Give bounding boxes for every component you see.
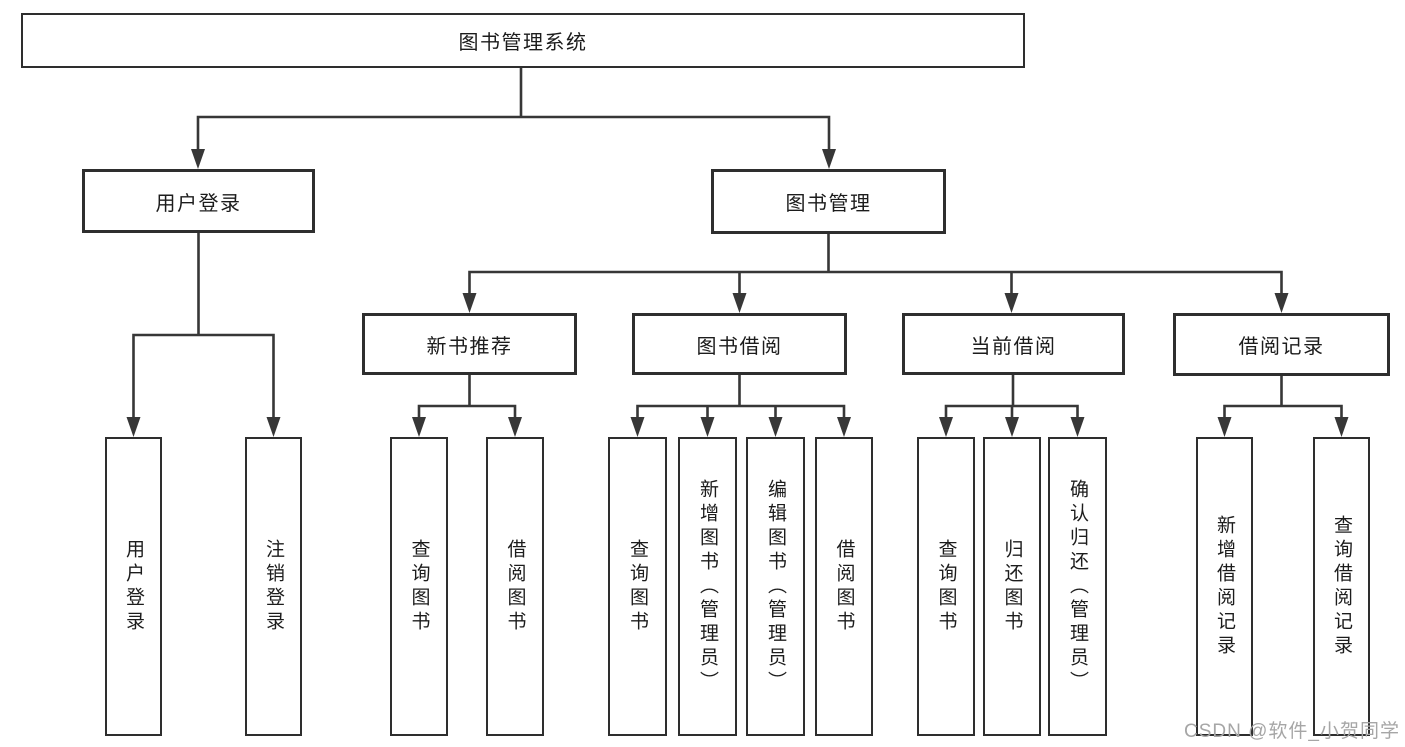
arrow-icon — [1274, 293, 1289, 313]
node-user-login: 用户登录 — [82, 169, 315, 233]
connector-user-login-split — [132, 233, 275, 424]
arrow-icon — [412, 417, 426, 437]
arrow-icon — [126, 417, 141, 437]
node-new-book-recommend: 新书推荐 — [362, 313, 577, 375]
leaf-current-query-book: 查询图书 — [917, 437, 975, 736]
node-label: 查询图书 — [627, 538, 648, 635]
arrow-icon — [1070, 417, 1085, 437]
node-label: 编辑图书（管理员） — [765, 478, 786, 695]
arrow-icon — [508, 417, 522, 437]
node-label: 确认归还（管理员） — [1067, 478, 1088, 695]
arrow-icon — [939, 417, 953, 437]
node-label: 当前借阅 — [970, 335, 1057, 358]
node-label: 新增借阅记录 — [1214, 514, 1235, 659]
node-label: 新书推荐 — [426, 335, 513, 358]
connector-current-split — [944, 375, 1079, 424]
node-book-management: 图书管理 — [711, 169, 946, 234]
connector-book-mgmt-split — [468, 234, 1283, 297]
leaf-user-login: 用户登录 — [105, 437, 162, 736]
connector-records-split — [1223, 375, 1343, 424]
leaf-add-borrow-record: 新增借阅记录 — [1196, 437, 1253, 736]
csdn-watermark: CSDN @软件_小贺同学 — [1184, 721, 1400, 742]
arrow-icon — [768, 417, 783, 437]
leaf-add-book-admin: 新增图书（管理员） — [678, 437, 737, 736]
node-label: 图书借阅 — [696, 335, 783, 358]
node-label: 查询图书 — [408, 538, 430, 635]
node-label: 归还图书 — [1001, 538, 1023, 635]
arrow-icon — [1334, 417, 1349, 437]
leaf-borrow-book: 借阅图书 — [815, 437, 873, 736]
node-book-borrow: 图书借阅 — [632, 313, 847, 375]
leaf-return-book: 归还图书 — [983, 437, 1041, 736]
arrow-icon — [266, 417, 281, 437]
leaf-query-borrow-record: 查询借阅记录 — [1313, 437, 1370, 736]
node-label: 用户登录 — [123, 538, 144, 635]
node-label: 新增图书（管理员） — [697, 478, 718, 695]
node-label: 图书管理 — [785, 193, 872, 215]
arrow-icon — [837, 417, 851, 437]
leaf-borrow-query-book: 查询图书 — [608, 437, 667, 736]
leaf-logout: 注销登录 — [245, 437, 302, 736]
arrow-icon — [1004, 293, 1019, 313]
arrow-icon — [732, 293, 747, 313]
arrow-icon — [700, 417, 715, 437]
node-label: 注销登录 — [263, 538, 284, 635]
connector-borrow-split — [636, 375, 846, 424]
arrow-icon — [1217, 417, 1232, 437]
node-label: 借阅图书 — [833, 538, 855, 635]
leaf-recommend-borrow-book: 借阅图书 — [486, 437, 544, 736]
node-library-system: 图书管理系统 — [21, 13, 1025, 68]
connector-recommend-split — [417, 375, 517, 424]
node-borrow-records: 借阅记录 — [1173, 313, 1390, 376]
leaf-recommend-query-book: 查询图书 — [390, 437, 448, 736]
arrow-icon — [630, 417, 645, 437]
node-label: 查询图书 — [935, 538, 957, 635]
node-label: 图书管理系统 — [458, 32, 588, 54]
node-label: 借阅图书 — [504, 538, 526, 635]
node-label: 借阅记录 — [1238, 336, 1325, 358]
leaf-edit-book-admin: 编辑图书（管理员） — [746, 437, 805, 736]
arrow-icon — [1005, 417, 1019, 437]
leaf-confirm-return-admin: 确认归还（管理员） — [1048, 437, 1107, 736]
node-current-borrow: 当前借阅 — [902, 313, 1125, 375]
node-label: 用户登录 — [155, 192, 242, 215]
arrow-icon — [191, 149, 205, 169]
connector-root-split — [196, 67, 831, 152]
node-label: 查询借阅记录 — [1331, 514, 1352, 659]
arrow-icon — [462, 293, 477, 313]
arrow-icon — [822, 149, 836, 169]
